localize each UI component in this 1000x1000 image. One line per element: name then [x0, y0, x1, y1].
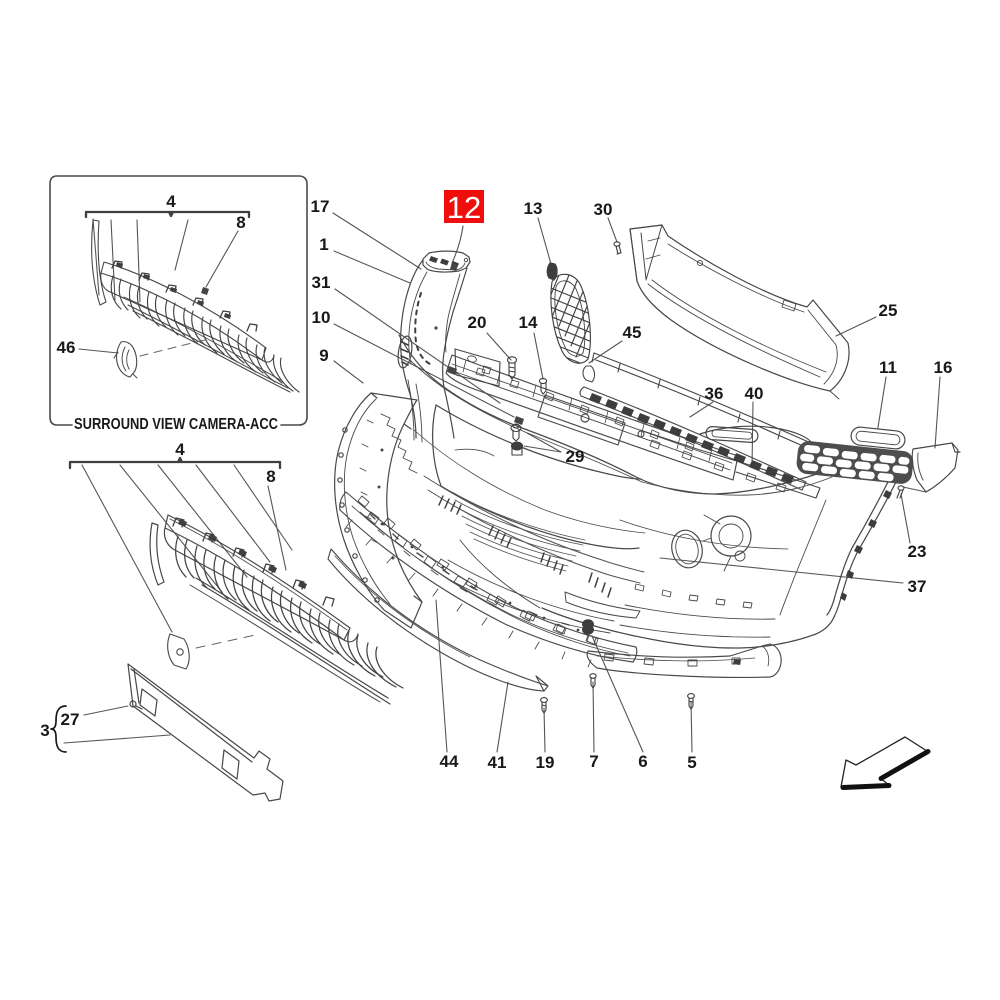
svg-text:13: 13 — [524, 199, 543, 218]
svg-text:10: 10 — [312, 308, 331, 327]
svg-text:45: 45 — [623, 323, 642, 342]
svg-text:7: 7 — [589, 752, 598, 771]
svg-text:30: 30 — [594, 200, 613, 219]
svg-text:25: 25 — [879, 301, 898, 320]
svg-text:40: 40 — [745, 384, 764, 403]
svg-text:SURROUND VIEW CAMERA-ACC: SURROUND VIEW CAMERA-ACC — [74, 416, 278, 433]
svg-text:8: 8 — [236, 213, 245, 232]
svg-text:31: 31 — [312, 273, 331, 292]
svg-text:8: 8 — [266, 467, 275, 486]
svg-text:4: 4 — [175, 440, 185, 459]
svg-text:44: 44 — [440, 752, 459, 771]
svg-text:3: 3 — [40, 721, 49, 740]
svg-text:23: 23 — [908, 542, 927, 561]
svg-text:36: 36 — [705, 384, 724, 403]
svg-text:37: 37 — [908, 577, 927, 596]
svg-text:29: 29 — [566, 447, 585, 466]
svg-text:1: 1 — [319, 235, 328, 254]
svg-text:14: 14 — [519, 313, 538, 332]
svg-text:9: 9 — [319, 346, 328, 365]
svg-text:46: 46 — [57, 338, 76, 357]
svg-text:27: 27 — [61, 710, 80, 729]
svg-text:4: 4 — [166, 192, 176, 211]
svg-text:20: 20 — [468, 313, 487, 332]
svg-text:16: 16 — [934, 358, 953, 377]
svg-text:12: 12 — [447, 190, 481, 225]
svg-text:6: 6 — [638, 752, 647, 771]
svg-text:5: 5 — [687, 753, 696, 772]
svg-text:11: 11 — [879, 358, 897, 377]
svg-text:17: 17 — [311, 197, 330, 216]
svg-text:41: 41 — [488, 753, 507, 772]
svg-text:19: 19 — [536, 753, 555, 772]
